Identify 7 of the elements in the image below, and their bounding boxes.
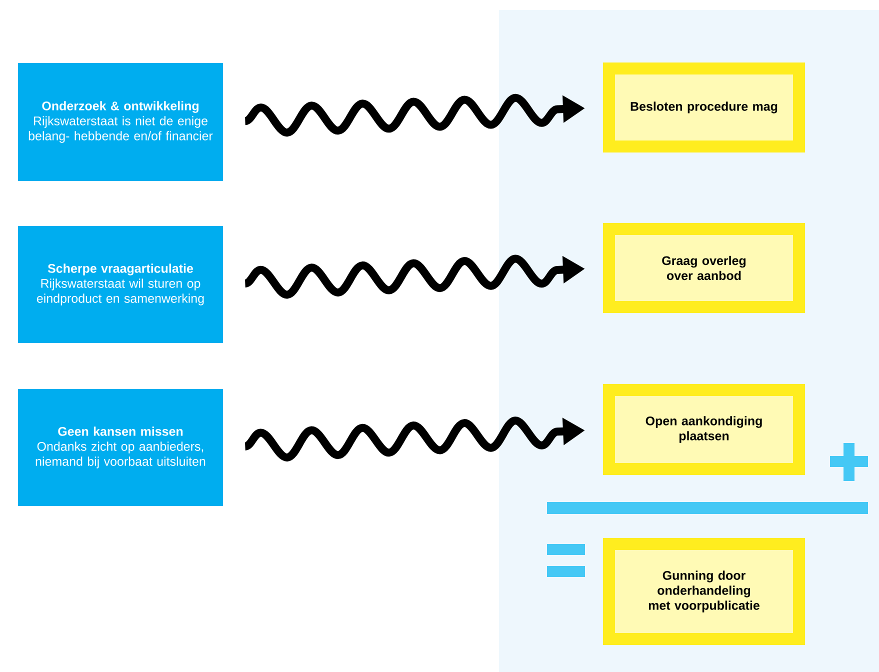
result-box: Besloten procedure mag: [603, 62, 805, 152]
info-box: Scherpe vraagarticulatie Rijkswaterstaat wil sturen op eindproduct en samenwerking: [18, 226, 223, 343]
result-box: Gunning door onderhandeling met voorpublicatie: [603, 538, 805, 645]
info-box: Geen kansen missen Ondanks zicht op aanbieders, niemand bij voorbaat uitsluiten: [18, 389, 223, 506]
result-box: Graag overleg over aanbod: [603, 223, 805, 313]
result-box: Open aankondiging plaatsen: [603, 384, 805, 475]
info-box: Onderzoek & ontwikkeling Rijkswaterstaat is niet de enige belang- hebbende en/of financier: [18, 63, 223, 181]
